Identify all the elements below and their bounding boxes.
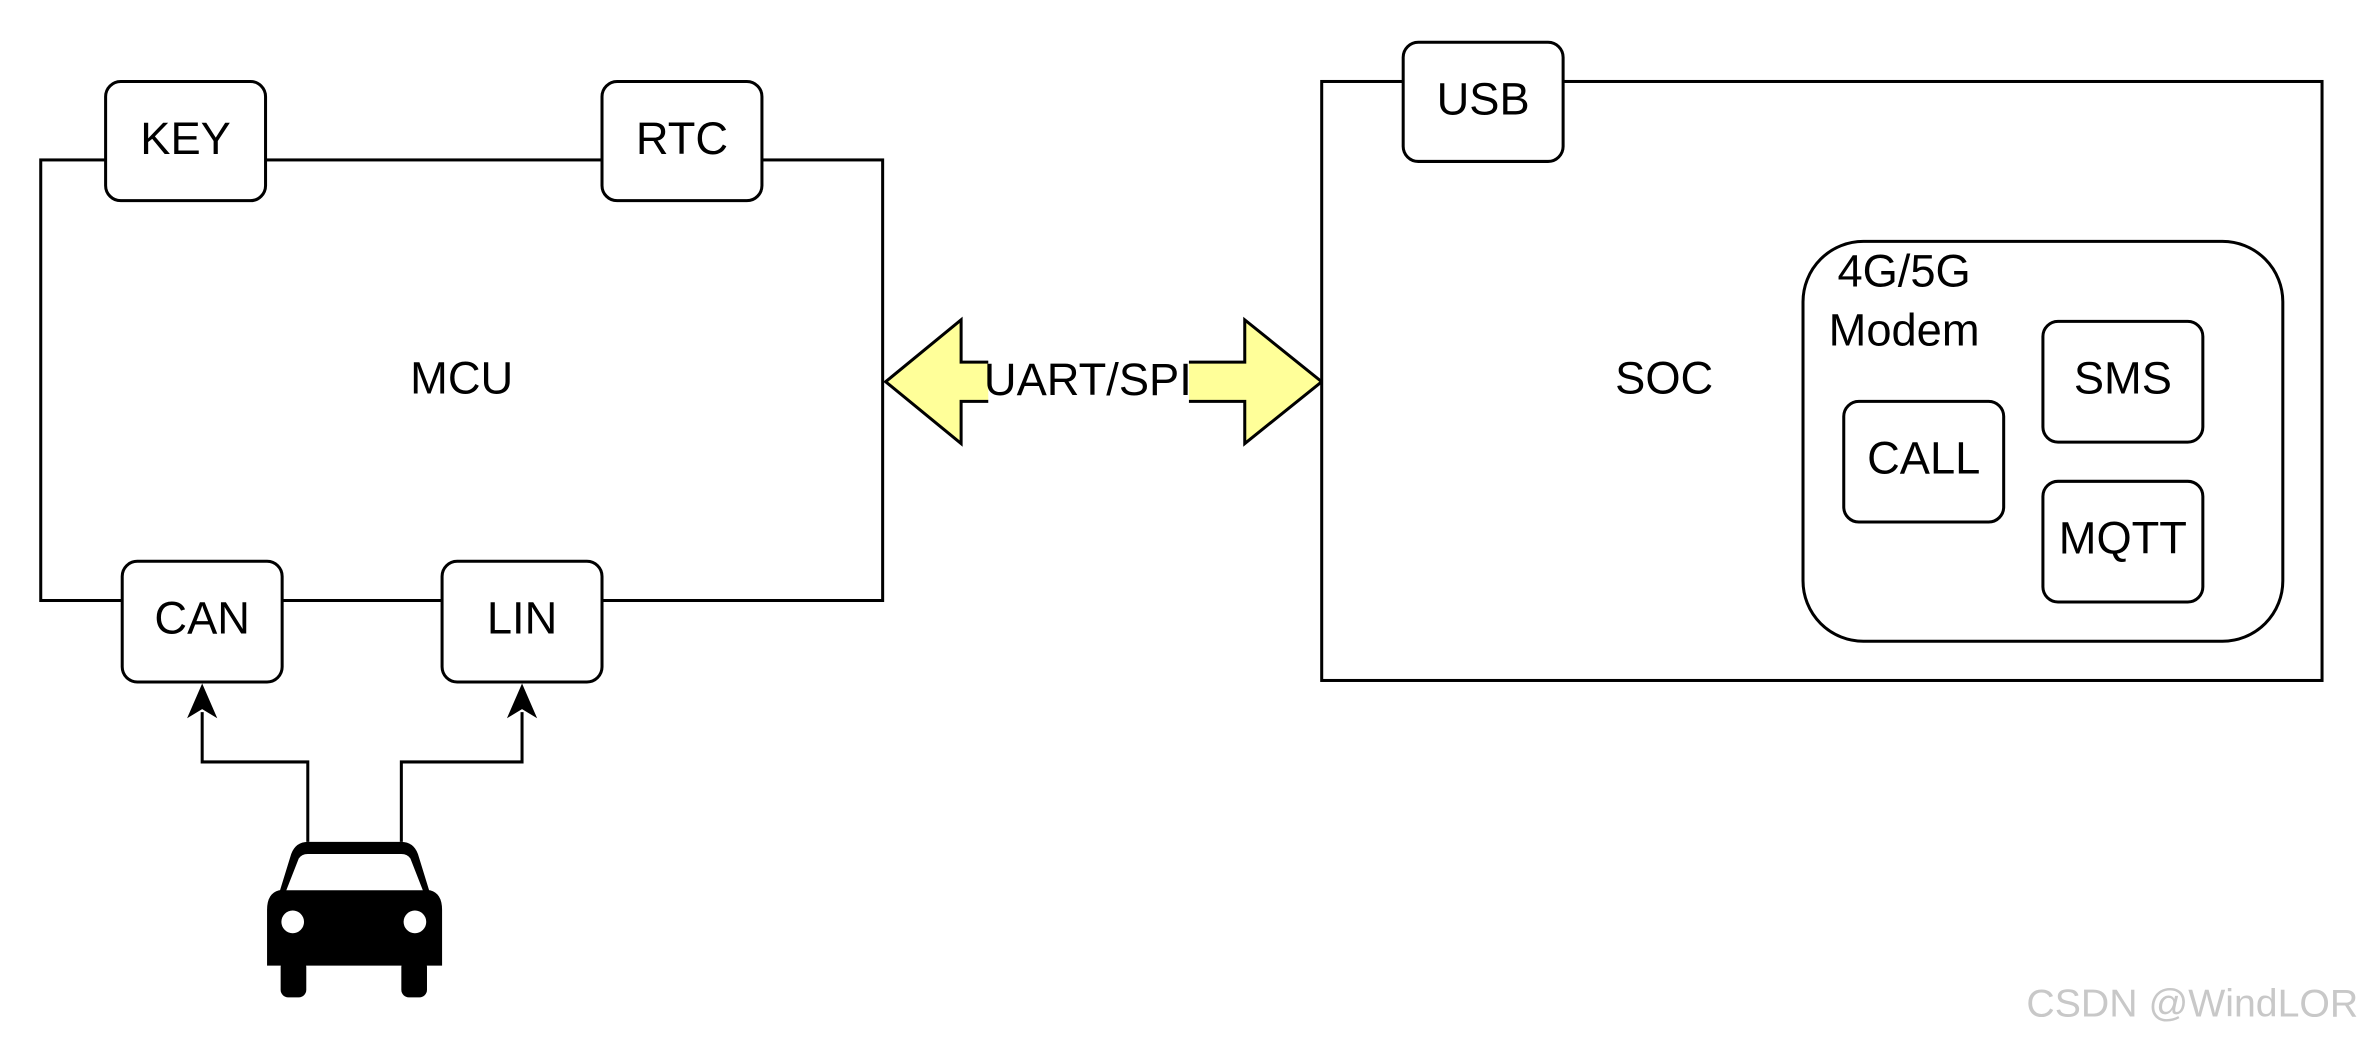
watermark: CSDN @WindLOR — [2026, 982, 2358, 1026]
rtc-port-box — [600, 79, 764, 203]
key-port-label: KEY — [140, 113, 231, 164]
mqtt-box — [2041, 479, 2205, 604]
uart-spi-label: UART/SPI — [984, 354, 1192, 405]
car-to-lin-connector — [399, 712, 524, 842]
call-box — [1842, 399, 2006, 524]
modem-label-line2: Modem — [1829, 304, 1980, 355]
rtc-port-label: RTC — [636, 113, 728, 164]
can-port-box — [120, 559, 284, 684]
car-icon — [267, 841, 443, 998]
mqtt-label: MQTT — [2059, 513, 2187, 564]
usb-port-label: USB — [1437, 74, 1530, 125]
lin-port-box — [440, 559, 604, 684]
can-arrowhead — [187, 683, 218, 719]
lin-port-label: LIN — [487, 593, 557, 644]
soc-label: SOC — [1615, 353, 1713, 404]
uart-spi-label-background — [988, 353, 1189, 411]
mcu-label: MCU — [410, 353, 513, 404]
key-port-box — [104, 79, 268, 203]
can-port-label: CAN — [154, 593, 250, 644]
sms-label: SMS — [2074, 353, 2172, 404]
call-label: CALL — [1867, 433, 1980, 484]
lin-arrowhead — [506, 683, 538, 719]
mcu-box — [39, 158, 885, 603]
sms-box — [2041, 319, 2205, 444]
modem-label-line1: 4G/5G — [1837, 246, 1970, 297]
car-to-can-connector — [200, 712, 310, 842]
usb-port-box — [1401, 40, 1565, 163]
